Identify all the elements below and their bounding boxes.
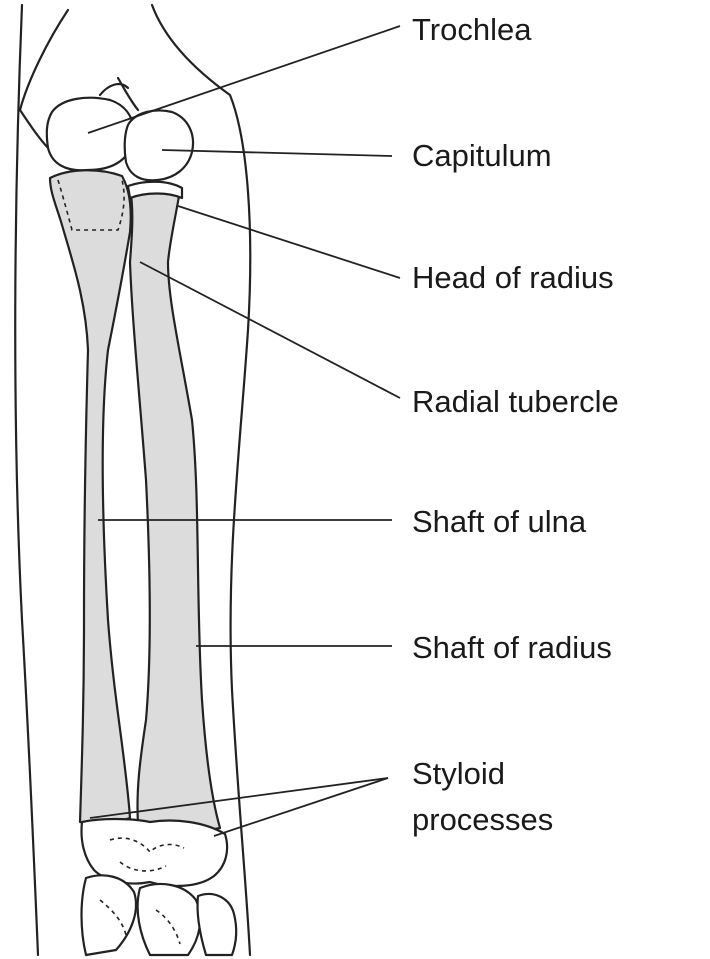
ulna-bone	[50, 170, 131, 824]
capitulum	[125, 111, 193, 181]
label-radial-tubercle: Radial tubercle	[412, 384, 619, 419]
label-trochlea: Trochlea	[412, 12, 532, 47]
label-processes: processes	[412, 802, 553, 837]
carpal-bones	[82, 819, 237, 955]
head-of-radius-leader	[178, 206, 400, 278]
label-shaft-of-radius: Shaft of radius	[412, 630, 612, 665]
trochlea	[47, 98, 134, 171]
label-head-of-radius: Head of radius	[412, 260, 614, 295]
capitulum-leader	[162, 150, 392, 156]
label-shaft-of-ulna: Shaft of ulna	[412, 504, 587, 539]
trochlea-leader	[88, 26, 400, 133]
label-capitulum: Capitulum	[412, 138, 552, 173]
label-styloid: Styloid	[412, 756, 505, 791]
